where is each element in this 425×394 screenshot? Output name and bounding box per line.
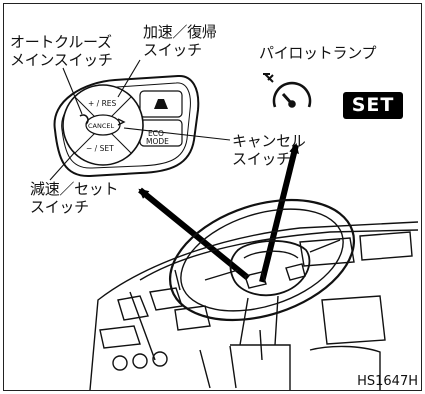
cancel-switch-label: キャンセル スイッチ: [232, 132, 306, 168]
dashboard-drawing: [89, 198, 419, 391]
speedometer-icon: [263, 73, 312, 108]
resume-button-label[interactable]: + / RES: [88, 99, 117, 108]
arrow-to-lamp: [259, 143, 299, 283]
pilot-lamp-label: パイロットランプ: [259, 44, 377, 62]
eco-button-label: ECO: [148, 129, 164, 138]
truck-icon: [154, 99, 168, 109]
set-indicator-badge: SET: [343, 92, 403, 119]
cancel-button-label[interactable]: CANCEL: [88, 122, 114, 130]
cancel-lamp-icon: [117, 118, 126, 126]
accel-resume-switch-label: 加速／復帰 スイッチ: [143, 23, 217, 59]
figure-code: HS1647H: [357, 374, 418, 389]
cruise-switch-panel: [53, 74, 200, 178]
cruise-main-icon: [79, 114, 89, 125]
auto-cruise-main-switch-label: オートクルーズ メインスイッチ: [10, 33, 113, 69]
figure-frame: [3, 3, 422, 391]
set-button-label[interactable]: − / SET: [86, 144, 114, 153]
decel-set-switch-label: 減速／セット スイッチ: [30, 180, 119, 216]
mode-button-label: MODE: [146, 137, 169, 146]
arrow-to-switch: [138, 187, 250, 281]
cancel-button[interactable]: [85, 114, 121, 136]
leader-lines: [49, 59, 231, 181]
